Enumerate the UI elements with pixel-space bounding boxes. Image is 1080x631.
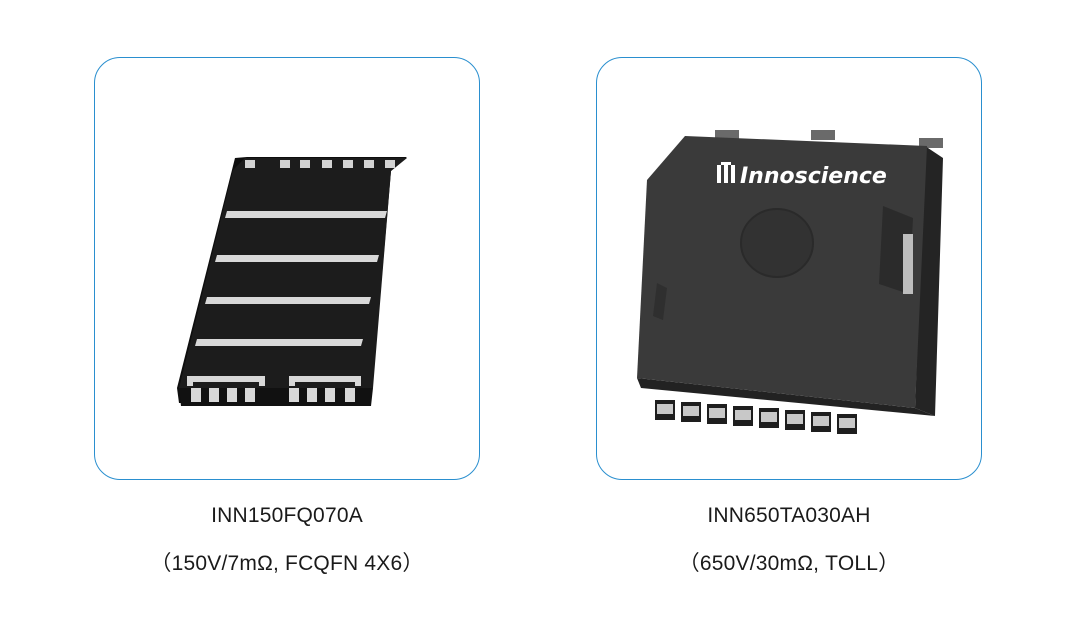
- product-spec-left: （150V/7mΩ, FCQFN 4X6）: [150, 552, 424, 575]
- fcqfn-4x6-package-icon: [177, 157, 407, 406]
- product-name-right: INN650TA030AH: [707, 504, 871, 527]
- innoscience-logo-icon: [717, 162, 735, 183]
- product-card-toll: Innoscience: [596, 57, 982, 480]
- toll-package-icon: Innoscience: [637, 130, 943, 434]
- product-spec-right: （650V/30mΩ, TOLL）: [678, 552, 900, 575]
- brand-text: Innoscience: [740, 164, 887, 189]
- product-card-fcqfn: [94, 57, 480, 480]
- product-name-left: INN150FQ070A: [211, 504, 363, 527]
